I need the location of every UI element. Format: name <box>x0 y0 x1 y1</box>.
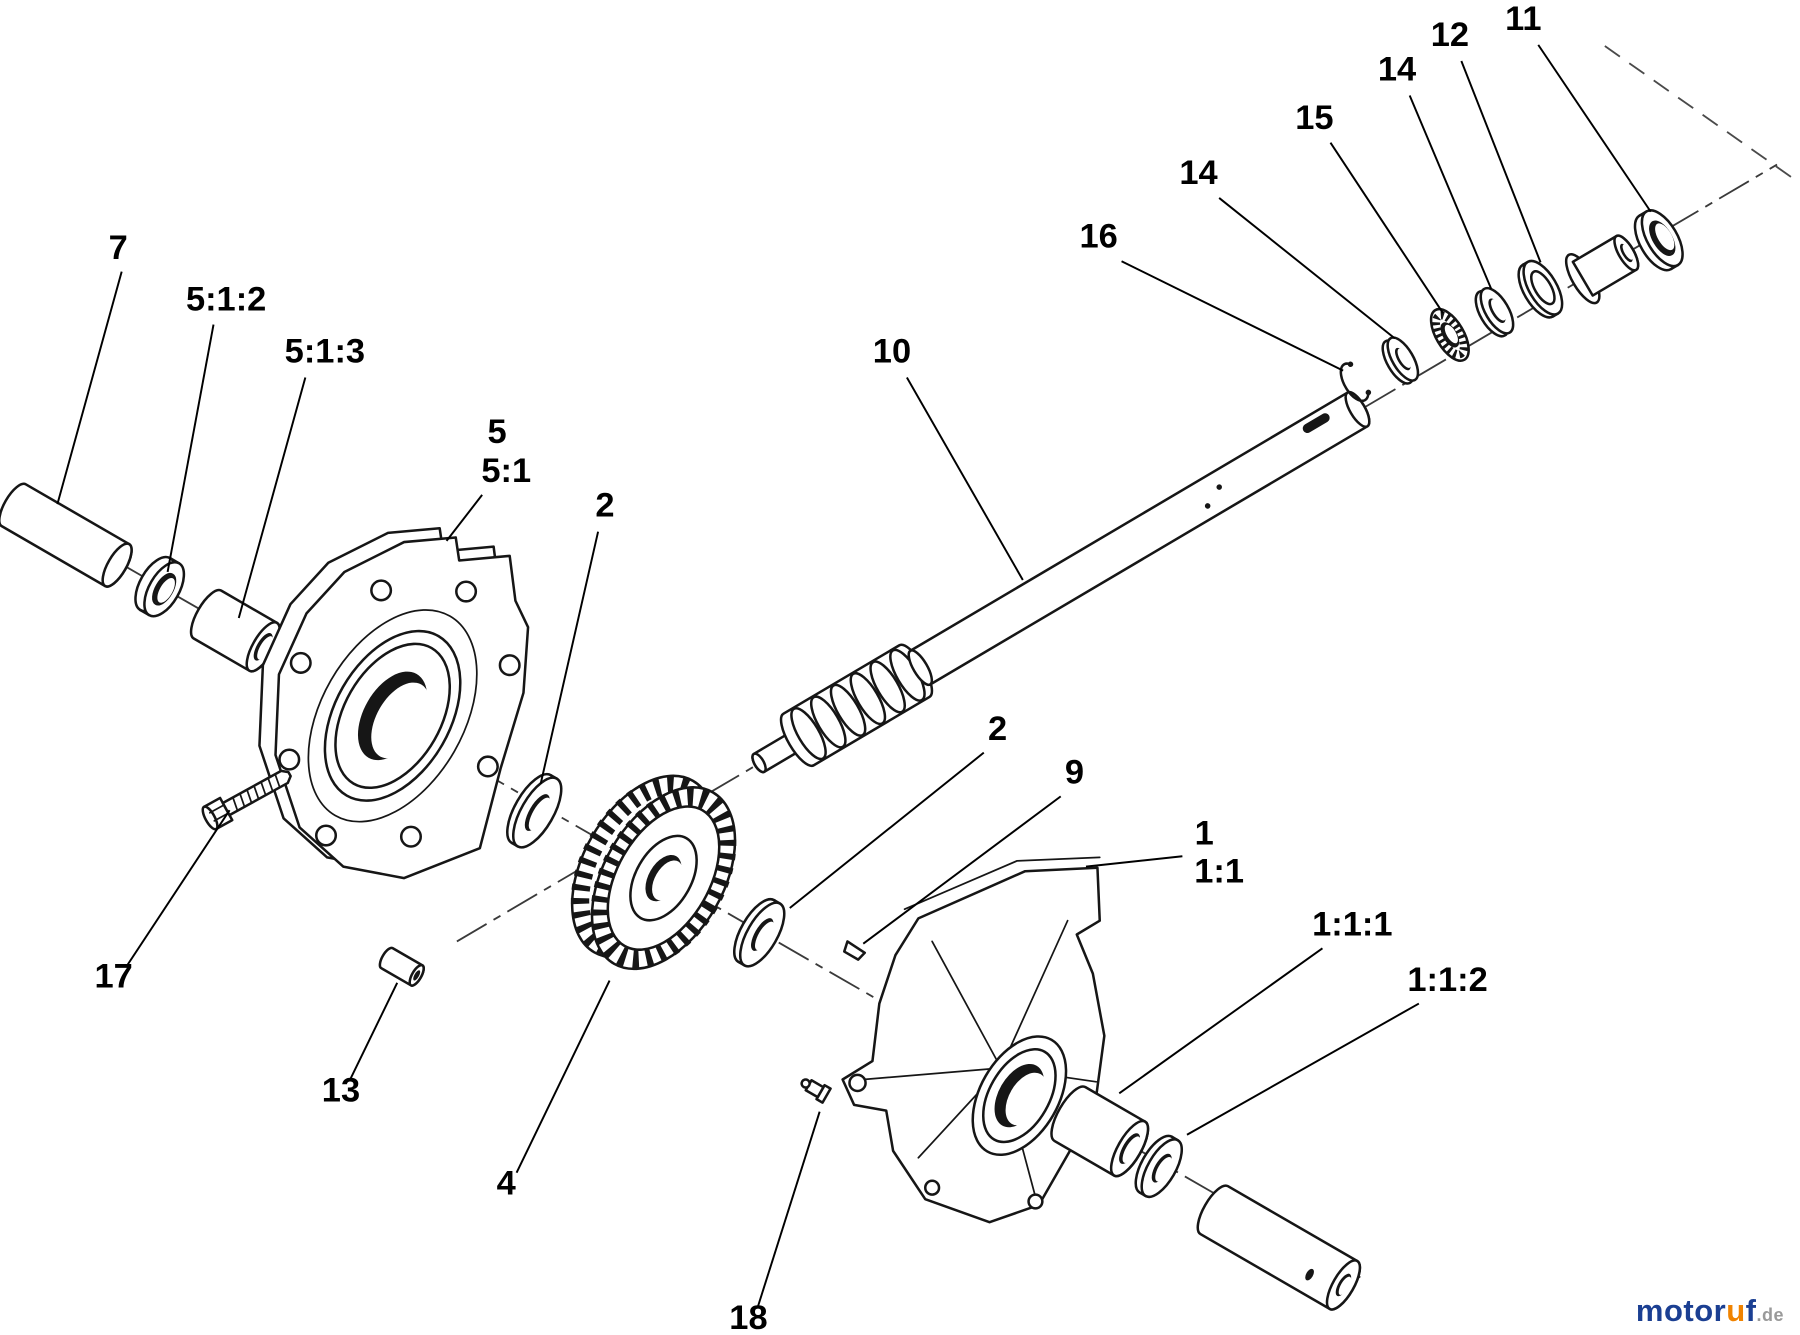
leader-line-9 <box>862 795 1062 945</box>
bushing-1-1-1 <box>1050 1085 1150 1178</box>
leader-line-7 <box>56 271 123 505</box>
thrust-washer-2-right <box>733 897 786 968</box>
brand-de: .de <box>1756 1305 1784 1325</box>
part-label-5: 5 <box>487 413 506 451</box>
roll-pin-13 <box>378 946 425 987</box>
part-label-1-1-2: 1:1:2 <box>1407 961 1487 999</box>
leader-line-2b <box>789 751 985 909</box>
watermark-logo: motoruf.de <box>1636 1293 1784 1329</box>
leader-line-1-1-1 <box>1118 947 1324 1095</box>
thrust-washer-2-left <box>506 772 563 849</box>
grease-fitting-18 <box>800 1078 832 1104</box>
gearbox-housing-left-5 <box>258 526 530 880</box>
leader-line-14a <box>1218 197 1396 340</box>
ring-12 <box>1517 259 1564 319</box>
ball-bearing-11 <box>1633 209 1684 272</box>
washer-1-1-2 <box>1134 1134 1184 1199</box>
output-axle-shaft <box>1196 1184 1362 1311</box>
boundary-dashed-line <box>1604 45 1794 180</box>
housing-right-body <box>841 866 1106 1224</box>
part-label-15: 15 <box>1295 99 1333 137</box>
leader-line-10 <box>906 376 1024 581</box>
woodruff-key-9 <box>842 940 867 961</box>
leader-line-2a <box>539 531 600 784</box>
part-label-11: 11 <box>1505 0 1541 38</box>
leader-line-12 <box>1460 60 1542 263</box>
part-label-5-1: 5:1 <box>481 452 531 490</box>
shaft-slot <box>1302 413 1330 433</box>
leader-line-17 <box>125 809 231 968</box>
hex-bolt-17 <box>201 769 292 831</box>
washer-14-outer <box>1474 286 1515 338</box>
part-label-12: 12 <box>1431 16 1469 54</box>
worm-thread-coils <box>790 648 926 761</box>
leader-line-4 <box>515 980 611 1174</box>
callout-layer: 7 5:1:2 5:1:3 55:1 2 10 16 14 15 14 12 11 2 9 11:1 1:1:… <box>56 0 1652 1335</box>
helical-gear-4 <box>570 774 737 971</box>
leader-line-18 <box>756 1111 821 1308</box>
leader-line-15 <box>1329 142 1444 314</box>
bearing-5-1-2 <box>134 555 186 618</box>
retaining-ring-16 <box>1339 361 1372 403</box>
leader-line-5-1-2 <box>166 324 215 573</box>
bearing-cup-bushing <box>1564 234 1640 305</box>
part-label-5-1-3: 5:1:3 <box>285 332 365 370</box>
housing-left-bolt-holes <box>278 579 521 848</box>
leader-line-5-1-3 <box>237 377 307 619</box>
part-label-1: 1 <box>1195 815 1214 853</box>
leader-line-5-1 <box>445 494 483 542</box>
part-label-4: 4 <box>497 1165 516 1203</box>
part-label-10: 10 <box>873 332 911 370</box>
part-label-14a: 14 <box>1179 154 1217 192</box>
brand-u: u <box>1726 1293 1746 1328</box>
part-label-13: 13 <box>322 1071 360 1109</box>
worm-shaft-10 <box>751 390 1371 774</box>
part-label-2a: 2 <box>595 487 614 525</box>
needle-bearing-15 <box>1429 307 1470 362</box>
leader-line-11 <box>1537 44 1652 213</box>
part-label-9: 9 <box>1065 754 1084 792</box>
leader-line-1-1-2 <box>1186 1002 1420 1136</box>
housing-right-fitting-hole <box>848 1073 867 1093</box>
leader-line-14b <box>1408 95 1493 290</box>
part-label-7: 7 <box>109 229 128 267</box>
part-label-2b: 2 <box>988 710 1007 748</box>
part-label-18: 18 <box>729 1299 767 1335</box>
brand-f: f <box>1745 1293 1757 1328</box>
part-label-5-1-2: 5:1:2 <box>186 281 266 319</box>
leader-line-16 <box>1121 260 1344 372</box>
part-label-14b: 14 <box>1378 51 1416 89</box>
clevis-pin-7 <box>0 482 133 588</box>
washer-14-inner <box>1381 336 1420 385</box>
gearbox-housing-right-1 <box>841 856 1106 1224</box>
part-label-1-1-1: 1:1:1 <box>1312 906 1392 944</box>
part-label-1-1: 1:1 <box>1194 853 1244 891</box>
leader-line-1 <box>1085 855 1183 868</box>
part-label-16: 16 <box>1079 217 1117 255</box>
bolt-threads <box>232 773 281 812</box>
part-label-17: 17 <box>95 957 133 995</box>
leader-line-13 <box>349 982 399 1080</box>
brand-motor: motor <box>1635 1293 1727 1328</box>
